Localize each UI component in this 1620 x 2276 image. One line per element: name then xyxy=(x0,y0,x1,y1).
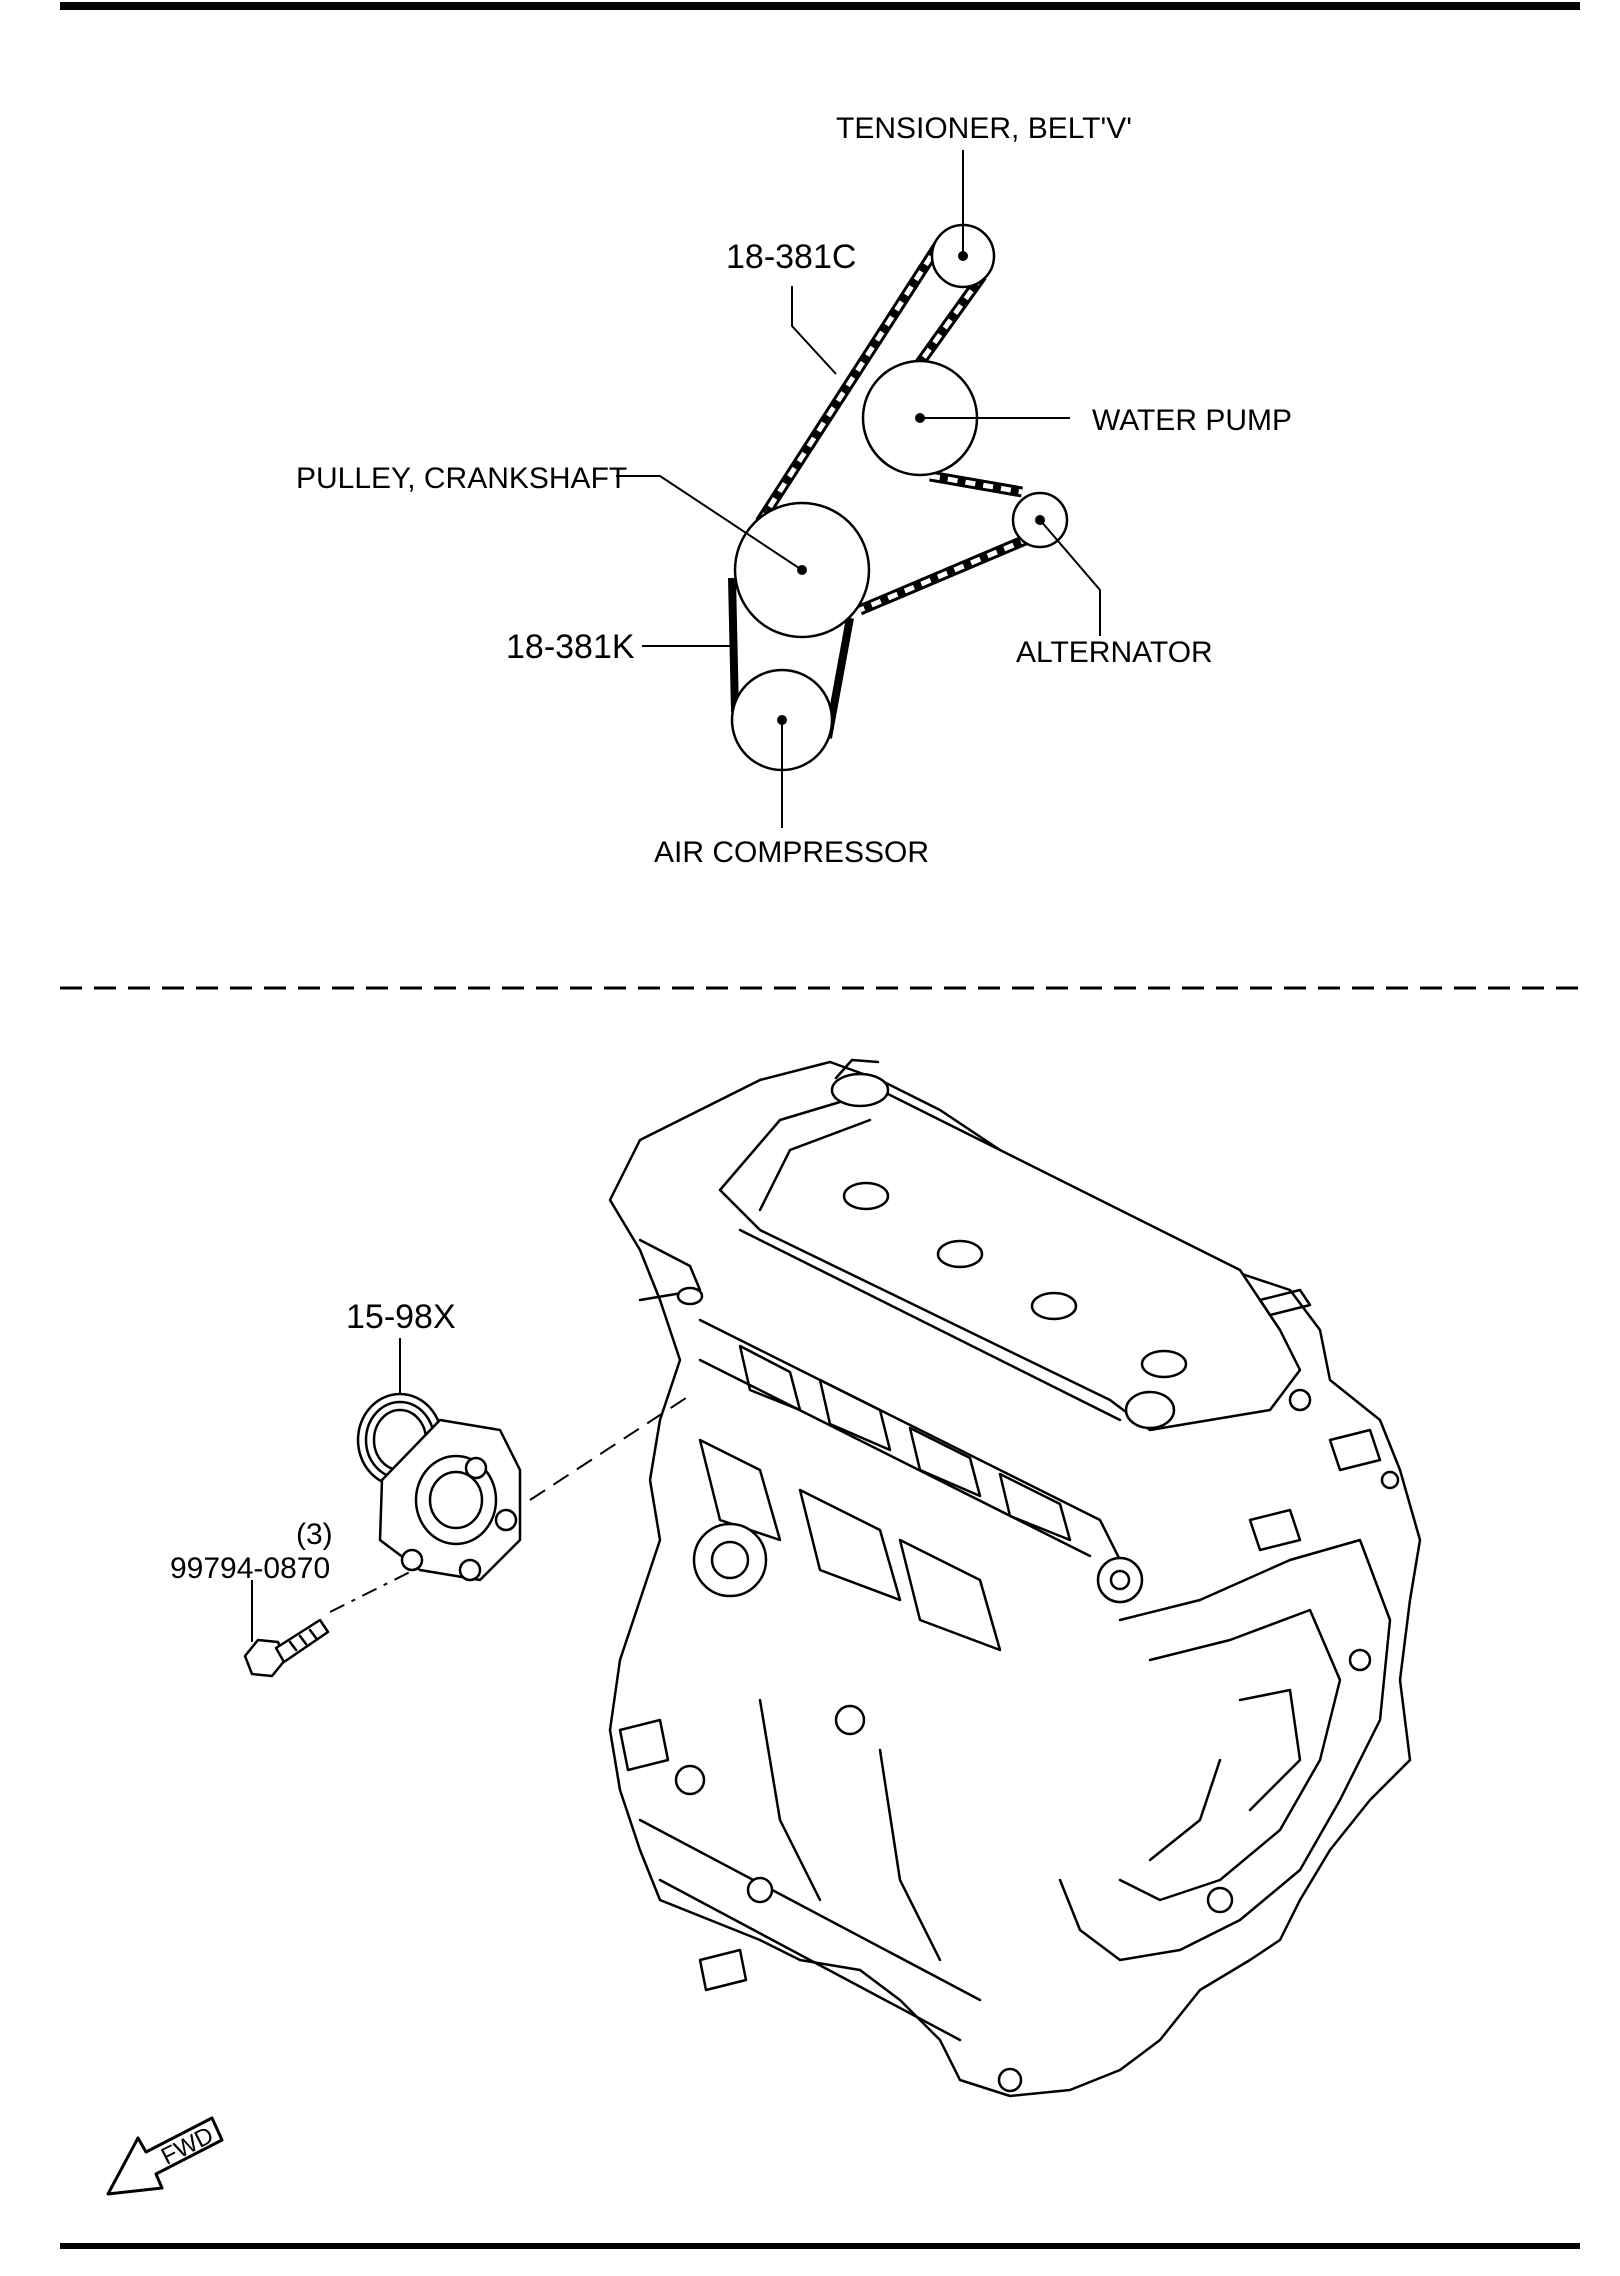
label-air-compressor: AIR COMPRESSOR xyxy=(654,836,929,869)
belt-routing-diagram: TENSIONER, BELT'V' 18-381C WATER PUMP PU… xyxy=(296,112,1292,869)
tensioner-part-15-98x xyxy=(329,1338,687,1613)
label-bolt-part-number: 99794-0870 xyxy=(170,1552,330,1585)
bolt-99794-0870 xyxy=(243,1580,330,1678)
label-tensioner-part: 15-98X xyxy=(346,1298,456,1336)
label-belt-18-381k: 18-381K xyxy=(506,628,635,666)
label-tensioner: TENSIONER, BELT'V' xyxy=(836,112,1132,145)
label-alternator: ALTERNATOR xyxy=(1016,636,1213,669)
engine-assembly xyxy=(608,1058,1422,2098)
belt-18-381c xyxy=(755,241,1033,616)
bellhousing-flange xyxy=(1058,1538,1392,1962)
fwd-arrow-icon: FWD xyxy=(106,2116,224,2196)
intake-ports xyxy=(738,1344,1072,1542)
label-bolt-quantity: (3) xyxy=(296,1518,333,1551)
label-belt-18-381c: 18-381C xyxy=(726,238,856,276)
label-water-pump: WATER PUMP xyxy=(1092,404,1292,437)
label-crankshaft-pulley: PULLEY, CRANKSHAFT xyxy=(296,462,627,495)
